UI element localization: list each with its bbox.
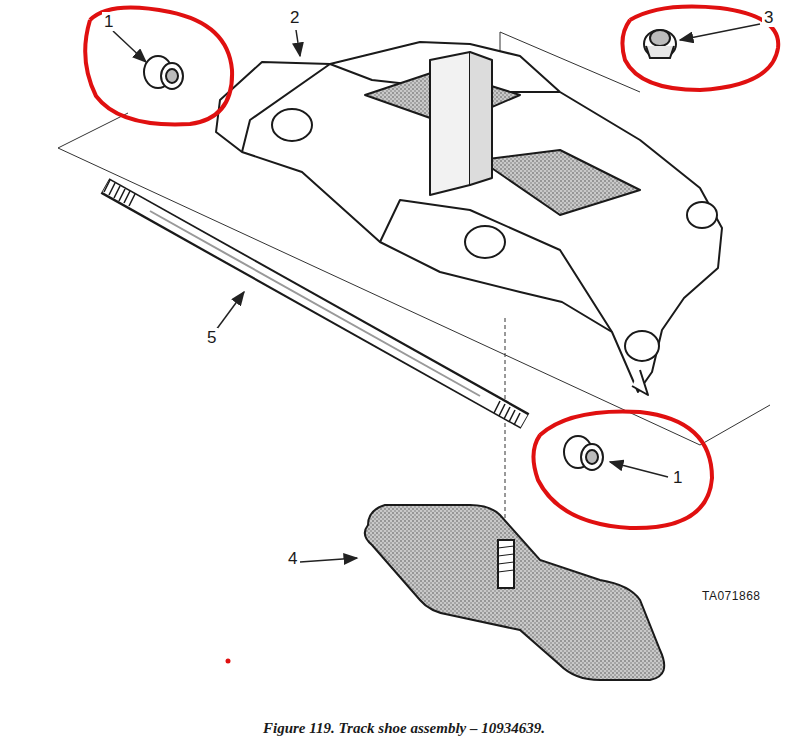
track-shoe-body: [216, 42, 722, 395]
callout-number: 5: [205, 328, 218, 347]
callout-number: 1: [671, 468, 684, 487]
callout-number: 1: [102, 12, 115, 31]
figure-id: TA071868: [700, 589, 763, 603]
callout-number: 3: [762, 8, 775, 27]
callout-number: 4: [286, 549, 299, 568]
track-pad: [365, 505, 664, 680]
highlight-circle: [85, 7, 778, 529]
red-dot: [226, 659, 231, 664]
nut: [644, 30, 676, 58]
figure-caption: Figure 119. Track shoe assembly – 109346…: [263, 720, 545, 737]
track-pin: [104, 180, 525, 425]
assembly-plane: [58, 32, 770, 530]
callout-number: 2: [288, 8, 301, 27]
leader-line: [113, 24, 760, 562]
